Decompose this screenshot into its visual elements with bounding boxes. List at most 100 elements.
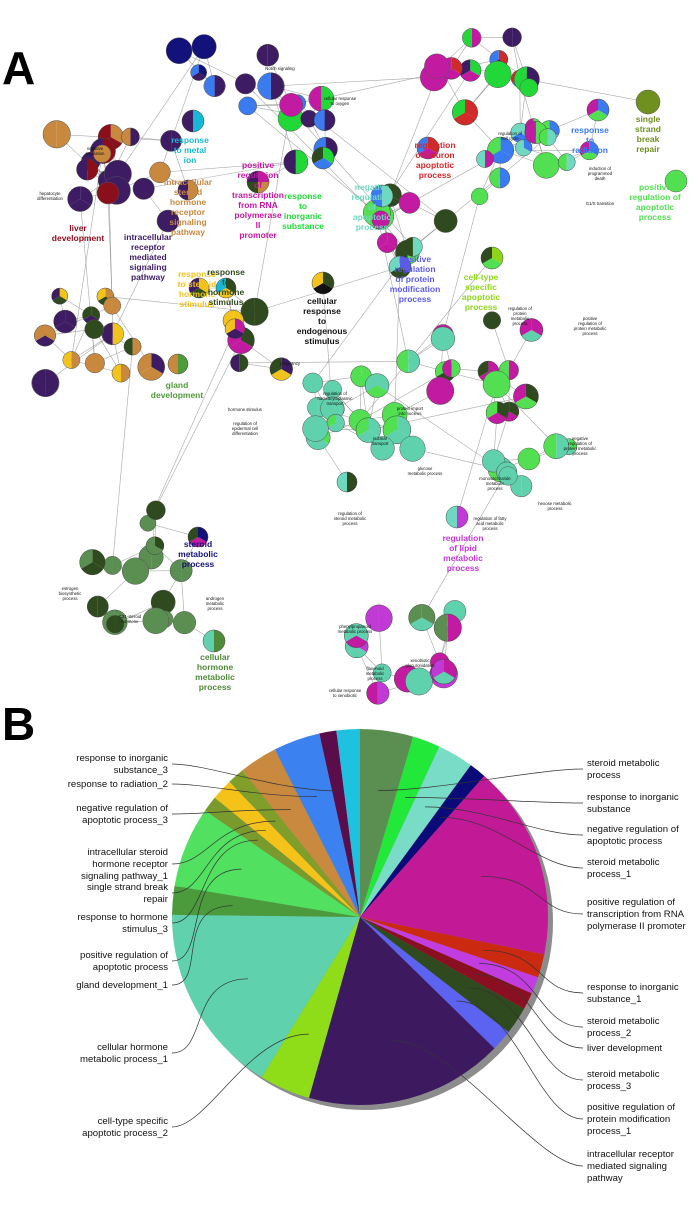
pie-slice: [174, 810, 360, 917]
network-node-fill: [433, 209, 458, 233]
pie-label-line: apoptotic process: [93, 962, 168, 973]
pie-leader-line: [424, 806, 584, 836]
term-label-line: regulation of: [323, 391, 347, 396]
term-label-line: hormone stimulus: [228, 407, 262, 412]
network-node-segment: [258, 182, 269, 193]
network-node-segment: [191, 72, 206, 81]
group-label-line: to: [299, 201, 307, 211]
network-node-segment: [139, 366, 163, 381]
pie-label-line: intracellular receptor: [587, 1149, 675, 1160]
network-node-segment: [346, 646, 367, 658]
network-node-segment: [524, 121, 536, 144]
network-node-fill: [426, 376, 455, 405]
network-node-segment: [539, 128, 548, 146]
network-edge: [71, 153, 103, 361]
network-edge: [394, 266, 401, 415]
network-node-outline: [53, 309, 77, 334]
network-node-fill: [370, 436, 395, 461]
network-node: [121, 127, 140, 147]
term-label-line: process: [547, 506, 562, 511]
network-edge: [143, 161, 296, 190]
network-node-outline: [487, 136, 514, 164]
network-node-outline: [240, 297, 269, 326]
term-label-line: hormone: [122, 619, 140, 624]
network-node-outline: [160, 130, 182, 152]
network-node-outline: [181, 109, 205, 133]
network-node-segment: [178, 180, 188, 200]
pie-slice: [214, 781, 360, 917]
network-edge: [117, 46, 205, 175]
pie-slice: [360, 917, 532, 1009]
network-node-segment: [403, 237, 413, 257]
pie-label-line: protein modification: [587, 1114, 670, 1125]
term-label-line: nucleocytoplasmic: [317, 396, 353, 401]
panel-a-letter: A: [2, 42, 35, 94]
network-node-segment: [451, 57, 463, 74]
network-node-segment: [52, 296, 67, 305]
term-label-line: regulation of: [233, 421, 257, 426]
network-node-outline: [442, 359, 461, 378]
group-label-line: of: [368, 202, 376, 212]
network-node-segment: [459, 59, 471, 76]
network-node-outline: [76, 158, 99, 181]
network-node-outline: [416, 136, 440, 160]
network-node-segment: [257, 72, 271, 100]
pie-label-line: intracellular steroid: [87, 847, 168, 858]
network-node-outline: [365, 604, 393, 632]
pie-slice: [360, 736, 440, 917]
network-node: [543, 433, 570, 460]
network-node: [485, 401, 509, 424]
network-node-segment: [239, 354, 249, 372]
group-label-line: response: [303, 306, 341, 316]
network-node-segment: [434, 613, 448, 642]
pie-slice: [360, 917, 545, 978]
network-node-outline: [370, 184, 394, 208]
pie-label-line: single strand break: [87, 882, 168, 893]
network-node: [365, 604, 393, 632]
network-node: [313, 109, 336, 131]
pie-slice: [360, 775, 549, 955]
network-node-outline: [190, 64, 207, 81]
network-node-segment: [396, 415, 411, 437]
group-label-line: positive: [242, 160, 274, 170]
network-node-segment: [324, 109, 336, 131]
network-node-segment: [446, 506, 457, 528]
network-node-outline: [311, 271, 335, 295]
pie-label-line: response to radiation_2: [68, 779, 168, 790]
network-node-outline: [90, 138, 116, 164]
network-node: [203, 75, 226, 97]
network-node: [302, 372, 323, 394]
network-node: [103, 556, 122, 575]
network-node: [442, 359, 461, 378]
network-node-outline: [510, 475, 533, 498]
network-node: [398, 192, 421, 214]
pie-leader-line: [171, 783, 317, 797]
network-node: [399, 435, 426, 462]
network-node: [177, 179, 199, 201]
group-label-line: cellular: [200, 652, 230, 662]
group-label-line: process: [199, 682, 232, 692]
term-label-line: differentiation: [232, 431, 258, 436]
network-node-segment: [442, 359, 452, 378]
network-node: [403, 237, 423, 257]
network-node: [132, 177, 155, 200]
network-node-segment: [558, 153, 567, 171]
pie-label-line: signaling pathway_1: [81, 871, 168, 882]
network-node-segment: [515, 396, 537, 409]
group-label-line: positive: [399, 254, 431, 264]
network-node-segment: [67, 186, 81, 206]
pie-label-line: substance_1: [587, 994, 641, 1005]
network-node-fill: [483, 311, 501, 330]
network-node-segment: [396, 349, 409, 373]
network-node-segment: [168, 354, 178, 374]
network-node-segment: [160, 130, 172, 152]
